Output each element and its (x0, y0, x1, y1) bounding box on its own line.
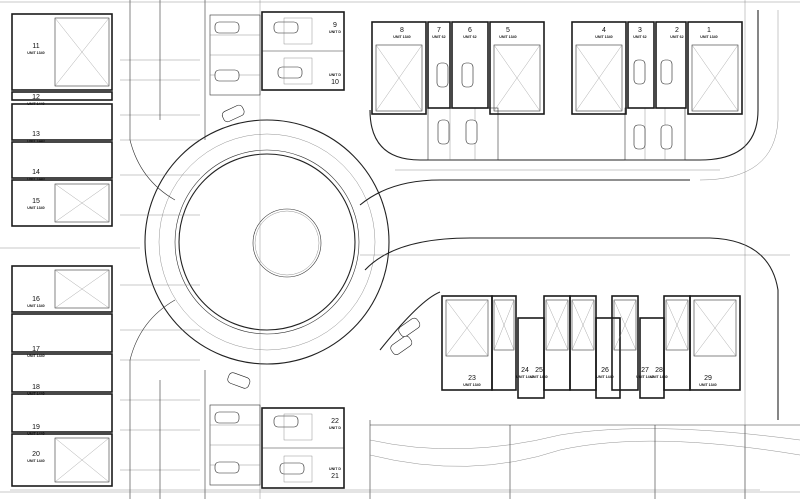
unit-type: UNIT 62 (432, 35, 445, 39)
unit-number: 26 (601, 367, 609, 374)
unit-number: 16 (32, 296, 40, 303)
unit-type: UNIT 1440 (596, 375, 613, 379)
unit-number: 22 (331, 418, 339, 425)
unit-number: 13 (32, 131, 40, 138)
unit-type: UNIT 1440 (27, 392, 44, 396)
unit-number: 19 (32, 424, 40, 431)
unit-number: 14 (32, 169, 40, 176)
unit-number: 12 (32, 94, 40, 101)
unit-type: UNIT 1440 (516, 375, 533, 379)
buildings (11, 11, 743, 489)
unit-type: UNIT D (329, 30, 341, 34)
unit-number: 15 (32, 198, 40, 205)
unit-type: UNIT 1340 (700, 35, 717, 39)
unit-number: 28 (655, 367, 663, 374)
unit-number: 5 (506, 27, 510, 34)
unit-number: 21 (331, 473, 339, 480)
unit-21-label: UNIT D 21 (329, 467, 341, 480)
unit-number: 29 (704, 375, 712, 382)
unit-number: 3 (638, 27, 642, 34)
unit-number: 18 (32, 384, 40, 391)
unit-number: 27 (641, 367, 649, 374)
unit-number: 10 (331, 79, 339, 86)
unit-type: UNIT 1440 (650, 375, 667, 379)
unit-number: 24 (521, 367, 529, 374)
unit-type: UNIT 1340 (393, 35, 410, 39)
unit-type: UNIT D (329, 73, 341, 77)
unit-type: UNIT 1340 (595, 35, 612, 39)
unit-type: UNIT 62 (670, 35, 683, 39)
unit-number: 20 (32, 451, 40, 458)
unit-type: UNIT 1440 (636, 375, 653, 379)
unit-type: UNIT 1440 (27, 102, 44, 106)
unit-number: 23 (468, 375, 476, 382)
unit-type: UNIT 1340 (27, 51, 44, 55)
unit-type: UNIT 1340 (463, 383, 480, 387)
unit-type: UNIT D (329, 426, 341, 430)
unit-type: UNIT 1440 (27, 354, 44, 358)
unit-type: UNIT 1440 (27, 459, 44, 463)
unit-type: UNIT 1340 (27, 206, 44, 210)
unit-type: UNIT 1440 (27, 139, 44, 143)
unit-number: 4 (602, 27, 606, 34)
unit-number: 17 (32, 346, 40, 353)
unit-type: UNIT 1440 (530, 375, 547, 379)
unit-10-label: UNIT D 10 (329, 73, 341, 86)
unit-number: 1 (707, 27, 711, 34)
unit-number: 9 (333, 22, 337, 29)
unit-type: UNIT 1340 (499, 35, 516, 39)
unit-type: UNIT 62 (633, 35, 646, 39)
unit-type: UNIT 1340 (699, 383, 716, 387)
unit-number: 7 (437, 27, 441, 34)
unit-type: UNIT 62 (463, 35, 476, 39)
unit-number: 6 (468, 27, 472, 34)
unit-type: UNIT D (329, 467, 341, 471)
unit-type: UNIT 1440 (27, 177, 44, 181)
unit-type: UNIT 1440 (27, 432, 44, 436)
unit-type: UNIT 1340 (27, 304, 44, 308)
car-set (214, 21, 673, 475)
unit-number: 11 (32, 43, 39, 50)
unit-number: 25 (535, 367, 543, 374)
unit-number: 2 (675, 27, 679, 34)
unit-number: 8 (400, 27, 404, 34)
